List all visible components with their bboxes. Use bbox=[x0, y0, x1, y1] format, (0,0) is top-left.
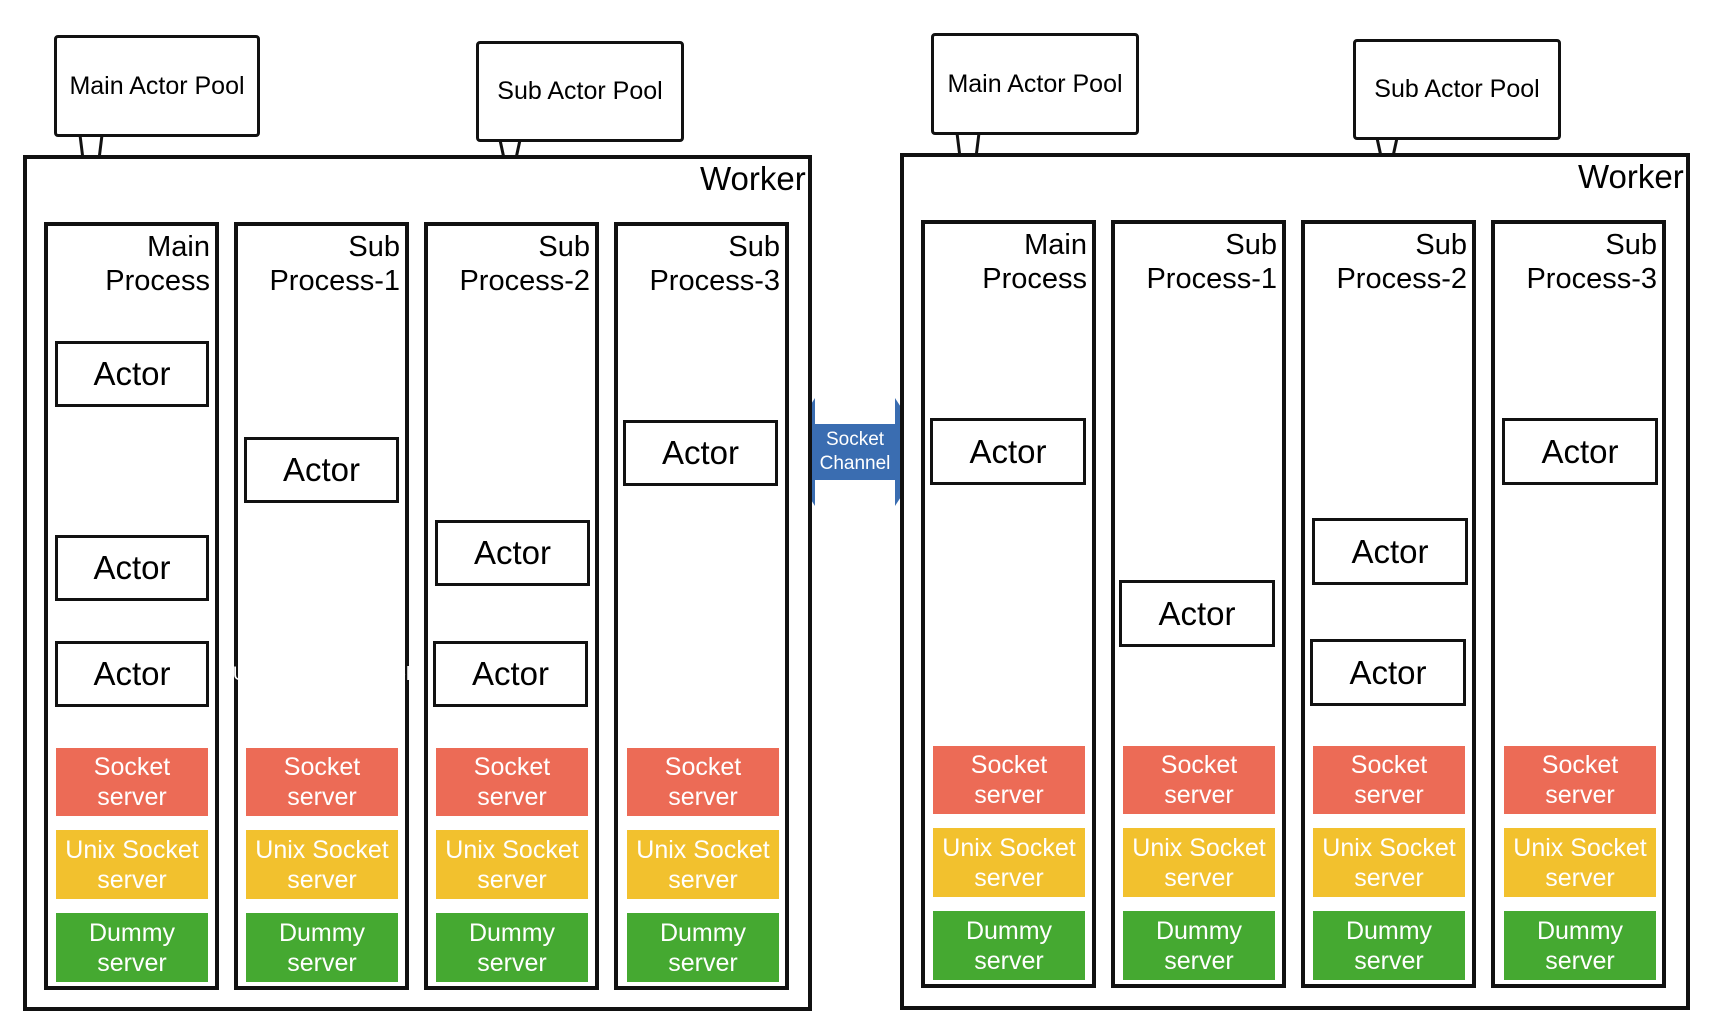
actor-box[interactable]: Actor bbox=[433, 641, 588, 707]
main-actor-pool-callout-left: Main Actor Pool bbox=[54, 35, 260, 137]
actor-box[interactable]: Actor bbox=[1312, 518, 1468, 585]
actor-box[interactable]: Actor bbox=[623, 420, 778, 486]
actor-box[interactable]: Actor bbox=[244, 437, 399, 503]
actor-box[interactable]: Actor bbox=[1119, 580, 1275, 647]
worker-label-left: Worker bbox=[700, 160, 806, 197]
unix-socket-channel-label: Unix Socket Channel bbox=[232, 664, 411, 685]
worker-label-right: Worker bbox=[1578, 158, 1684, 195]
actor-box[interactable]: Actor bbox=[1310, 639, 1466, 706]
actor-box[interactable]: Actor bbox=[1502, 418, 1658, 485]
sub-actor-pool-callout-left: Sub Actor Pool bbox=[476, 41, 684, 142]
socket-channel-arrow bbox=[780, 398, 930, 506]
actor-box[interactable]: Actor bbox=[55, 341, 209, 407]
actor-box[interactable]: Actor bbox=[55, 641, 209, 707]
sub-actor-pool-callout-right: Sub Actor Pool bbox=[1353, 39, 1561, 140]
actor-box[interactable]: Actor bbox=[55, 535, 209, 601]
actor-box[interactable]: Actor bbox=[435, 520, 590, 586]
actor-box[interactable]: Actor bbox=[930, 418, 1086, 485]
main-actor-pool-callout-right: Main Actor Pool bbox=[931, 33, 1139, 135]
